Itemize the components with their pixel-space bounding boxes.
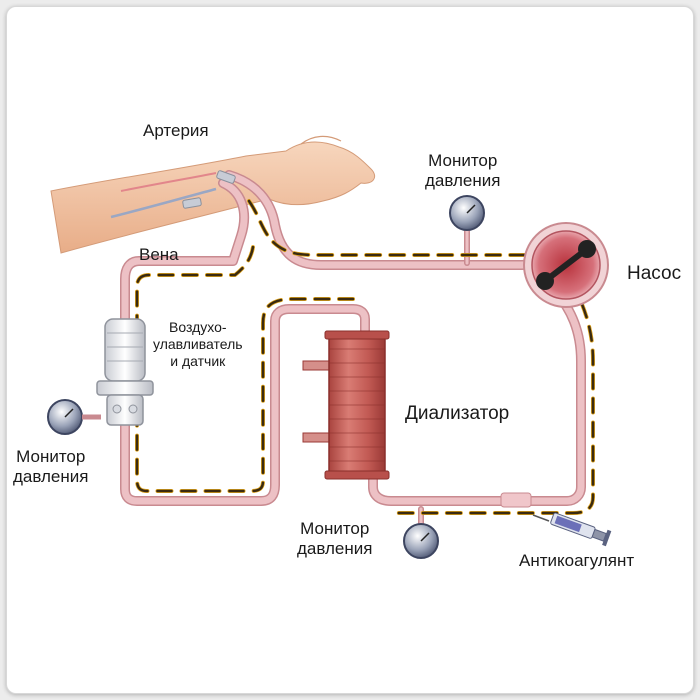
pressure-gauge-top: [449, 195, 485, 231]
label-artery: Артерия: [143, 121, 209, 140]
label-pressure-monitor-bottom: Монитор давления: [297, 519, 373, 558]
blood-flow-path: [135, 199, 595, 515]
pressure-gauge-left: [47, 399, 101, 435]
hemodialysis-diagram: [47, 135, 612, 559]
needle-connectors: [182, 170, 236, 209]
label-anticoagulant: Антикоагулянт: [519, 551, 635, 570]
dialyzer: [302, 330, 390, 480]
label-pressure-monitor-top: Монитор давления: [425, 151, 501, 190]
diagram-frame: Артерия Вена Монитор давления Насос Возд…: [6, 6, 694, 694]
pressure-gauge-bottom: [403, 523, 439, 559]
tubing: [120, 170, 586, 532]
label-air-trap: Воздухо- улавливатель и датчик: [153, 319, 243, 369]
label-pump: Насос: [627, 263, 682, 284]
air-trap-detector: [96, 318, 154, 426]
anticoagulant-syringe: [500, 492, 612, 547]
blood-pump: [523, 222, 609, 308]
label-dialyzer: Диализатор: [405, 403, 510, 424]
arm-illustration: [50, 135, 376, 254]
label-pressure-monitor-left: Монитор давления: [13, 447, 89, 486]
label-vein: Вена: [139, 245, 179, 264]
